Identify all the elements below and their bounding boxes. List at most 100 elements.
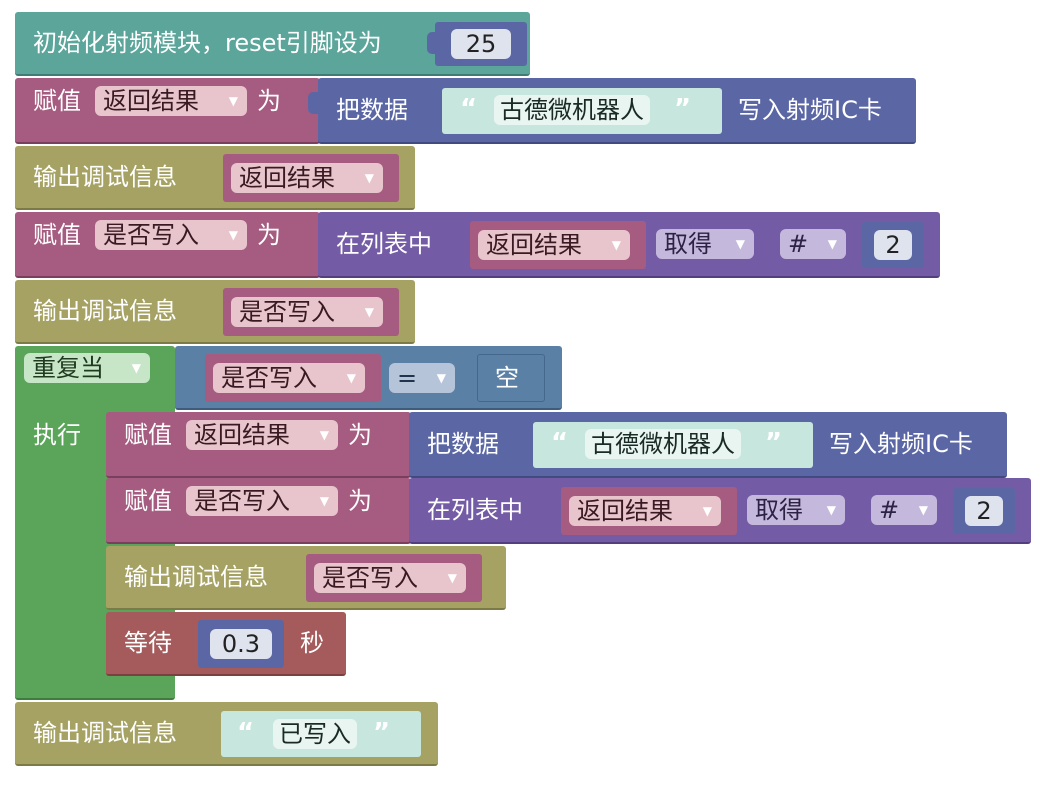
dropdown-arrow-icon: ▼ — [447, 571, 457, 585]
get-mode-text: 取得 — [664, 230, 712, 258]
init-rfid-block[interactable]: 初始化射频模块，reset引脚设为 25 — [15, 12, 530, 76]
dropdown-arrow-icon: ▼ — [319, 428, 329, 442]
list-get-block[interactable]: 在列表中 返回结果 ▼ 取得 ▼ #▼ 2 — [318, 212, 940, 278]
wait-unit-label: 秒 — [300, 629, 324, 657]
inner-get-mode-dropdown[interactable]: 取得▼ — [747, 495, 845, 525]
inner-set-result-block[interactable]: 赋值 返回结果 ▼ 为 — [106, 412, 411, 478]
written-var-dropdown-2[interactable]: 是否写入 ▼ — [231, 297, 383, 327]
set-label: 赋值 — [33, 87, 81, 115]
written-var-dropdown[interactable]: 是否写入 ▼ — [95, 220, 247, 250]
set-written-block[interactable]: 赋值 是否写入 ▼ 为 — [15, 212, 320, 278]
open-quote-icon: “ — [237, 718, 255, 748]
inner-written-var-dropdown[interactable]: 是否写入 ▼ — [186, 486, 338, 516]
do-label: 执行 — [33, 421, 81, 449]
print-written-block[interactable]: 输出调试信息 是否写入 ▼ — [15, 280, 415, 344]
write-text-value[interactable]: 古德微机器人 — [494, 95, 650, 125]
dropdown-arrow-icon: ▼ — [364, 171, 374, 185]
written-var-dropdown-3[interactable]: 是否写入 ▼ — [213, 363, 365, 393]
result-var-text: 返回结果 — [577, 497, 673, 525]
reset-pin-number[interactable]: 25 — [451, 29, 511, 59]
init-rfid-label: 初始化射频模块，reset引脚设为 — [33, 29, 382, 57]
result-var-dropdown-2[interactable]: 返回结果 ▼ — [231, 163, 383, 193]
set-label: 赋值 — [124, 421, 172, 449]
print-label: 输出调试信息 — [33, 297, 177, 325]
print-label: 输出调试信息 — [33, 719, 177, 747]
result-var-dropdown-3[interactable]: 返回结果 ▼ — [478, 230, 630, 260]
empty-block[interactable] — [477, 354, 545, 402]
inner-write-text-value[interactable]: 古德微机器人 — [585, 429, 741, 459]
result-var-text: 返回结果 — [103, 87, 199, 115]
index-number[interactable]: 2 — [874, 230, 912, 260]
inner-write-rfid-block[interactable]: 把数据 “ 古德微机器人 ” 写入射频IC卡 — [409, 412, 1007, 478]
dropdown-arrow-icon: ▼ — [228, 228, 238, 242]
dropdown-arrow-icon: ▼ — [436, 371, 446, 385]
to-label: 为 — [257, 87, 281, 115]
wait-seconds-number[interactable]: 0.3 — [210, 629, 272, 659]
print-label: 输出调试信息 — [124, 563, 268, 591]
compare-op-dropdown[interactable]: =▼ — [389, 363, 455, 393]
write-rfid-block[interactable]: 把数据 “ 古德微机器人 ” 写入射频IC卡 — [308, 78, 916, 144]
inner-list-get-block[interactable]: 在列表中 返回结果▼ 取得▼ #▼ 2 — [409, 478, 1031, 544]
in-list-label: 在列表中 — [427, 496, 523, 524]
written-var-text: 是否写入 — [221, 364, 317, 392]
dropdown-arrow-icon: ▼ — [364, 305, 374, 319]
compare-op-text: = — [397, 364, 418, 392]
print-label: 输出调试信息 — [33, 163, 177, 191]
dropdown-arrow-icon: ▼ — [611, 238, 621, 252]
dropdown-arrow-icon: ▼ — [319, 494, 329, 508]
write-suffix: 写入射频IC卡 — [738, 96, 882, 124]
index-mode-text: # — [879, 496, 900, 524]
set-label: 赋值 — [124, 487, 172, 515]
close-quote-icon: ” — [765, 428, 783, 458]
open-quote-icon: “ — [551, 428, 569, 458]
inner-index-number[interactable]: 2 — [965, 496, 1003, 526]
write-suffix: 写入射频IC卡 — [829, 430, 973, 458]
written-var-text: 是否写入 — [194, 487, 290, 515]
wait-label: 等待 — [124, 629, 172, 657]
dropdown-arrow-icon: ▼ — [918, 503, 928, 517]
inner-written-var-dropdown-2[interactable]: 是否写入 ▼ — [314, 563, 466, 593]
write-prefix: 把数据 — [336, 96, 408, 124]
close-quote-icon: ” — [674, 94, 692, 124]
dropdown-arrow-icon: ▼ — [826, 503, 836, 517]
written-var-text: 是否写入 — [239, 298, 335, 326]
set-result-block[interactable]: 赋值 返回结果 ▼ 为 — [15, 78, 320, 144]
to-label: 为 — [348, 421, 372, 449]
index-mode-dropdown[interactable]: #▼ — [780, 229, 846, 259]
result-var-text: 返回结果 — [239, 164, 335, 192]
dropdown-arrow-icon: ▼ — [131, 361, 141, 375]
dropdown-arrow-icon: ▼ — [735, 237, 745, 251]
print-final-block[interactable]: 输出调试信息 “ 已写入 ” — [15, 702, 438, 766]
repeat-mode-dropdown[interactable]: 重复当 ▼ — [24, 353, 150, 383]
result-var-dropdown[interactable]: 返回结果 ▼ — [95, 86, 247, 116]
result-var-text: 返回结果 — [194, 421, 290, 449]
final-text-value[interactable]: 已写入 — [273, 719, 357, 749]
close-quote-icon: ” — [373, 718, 391, 748]
to-label: 为 — [348, 487, 372, 515]
open-quote-icon: “ — [460, 94, 478, 124]
inner-result-var-dropdown-2[interactable]: 返回结果 ▼ — [569, 496, 721, 526]
print-result-block[interactable]: 输出调试信息 返回结果 ▼ — [15, 146, 415, 210]
written-var-text: 是否写入 — [103, 221, 199, 249]
socket-tab — [427, 32, 437, 54]
inner-print-written-block[interactable]: 输出调试信息 是否写入 ▼ — [106, 546, 506, 610]
dropdown-arrow-icon: ▼ — [827, 237, 837, 251]
empty-label: 空 — [495, 364, 519, 392]
dropdown-arrow-icon: ▼ — [346, 371, 356, 385]
inner-index-mode-dropdown[interactable]: #▼ — [871, 495, 937, 525]
compare-block[interactable]: 是否写入▼ =▼ 空 — [175, 346, 562, 410]
get-mode-dropdown[interactable]: 取得 ▼ — [656, 229, 754, 259]
set-label: 赋值 — [33, 221, 81, 249]
plug-tab — [308, 92, 318, 114]
inner-result-var-dropdown[interactable]: 返回结果 ▼ — [186, 420, 338, 450]
written-var-text: 是否写入 — [322, 564, 418, 592]
dropdown-arrow-icon: ▼ — [702, 504, 712, 518]
in-list-label: 在列表中 — [336, 230, 432, 258]
wait-block[interactable]: 等待 0.3 秒 — [106, 612, 346, 676]
inner-set-written-block[interactable]: 赋值 是否写入 ▼ 为 — [106, 478, 411, 544]
dropdown-arrow-icon: ▼ — [228, 94, 238, 108]
repeat-mode-text: 重复当 — [32, 354, 104, 382]
result-var-text: 返回结果 — [486, 231, 582, 259]
write-prefix: 把数据 — [427, 430, 499, 458]
to-label: 为 — [257, 221, 281, 249]
